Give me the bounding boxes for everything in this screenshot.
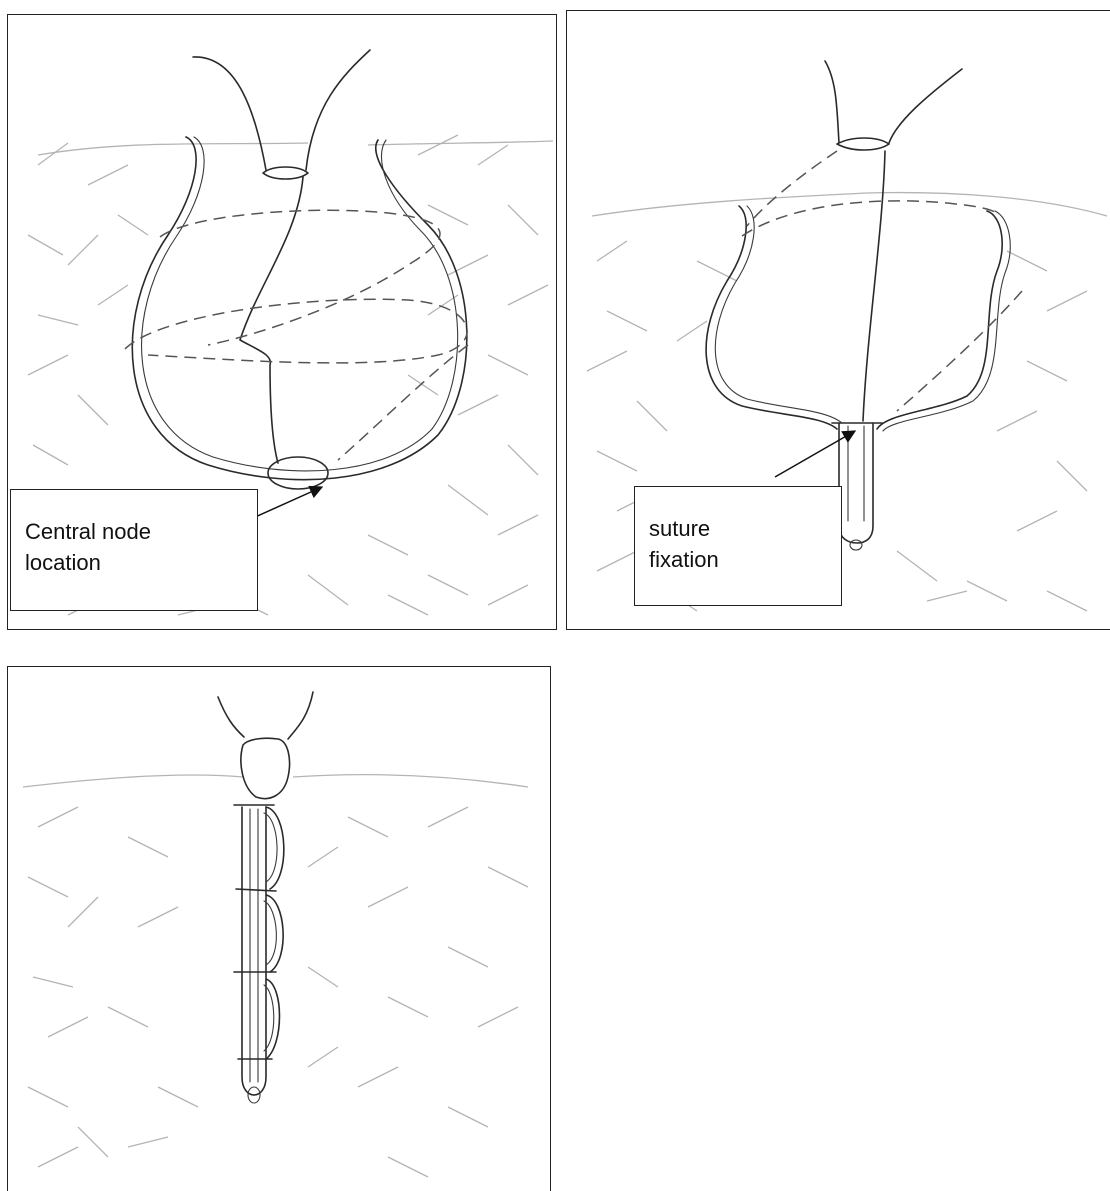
fixation-column	[839, 423, 873, 543]
callout-line: suture	[649, 513, 827, 544]
callout-arrow-central-node	[253, 487, 322, 518]
suture-tail-left	[825, 61, 839, 143]
fixation-tip	[850, 540, 862, 550]
suture-tail-right	[306, 50, 370, 170]
panel-suture-fixation: suture fixation	[566, 10, 1110, 630]
callout-line: location	[25, 547, 243, 578]
central-strand	[863, 151, 885, 421]
suture-tail-right	[288, 692, 313, 739]
stitch-bulge-1	[266, 807, 284, 889]
outer-loop	[132, 137, 467, 480]
closed-column-left	[242, 807, 254, 1095]
suture-diagram-closed	[8, 667, 551, 1191]
callout-arrow-fixation	[775, 431, 855, 477]
top-knot	[241, 738, 290, 798]
panel-central-node: Central node location	[7, 14, 557, 630]
dashed-upper	[742, 201, 999, 236]
dashed-ring-middle	[125, 299, 467, 363]
outer-loop-left	[706, 206, 837, 429]
dashed-ring-upper	[160, 210, 440, 345]
callout-line: Central node	[25, 516, 243, 547]
central-node	[268, 457, 328, 489]
suture-tail-right	[889, 69, 962, 143]
top-knot	[263, 167, 308, 179]
top-knot	[837, 138, 889, 150]
panel-closed-suture	[7, 666, 551, 1191]
dashed-diagonal-right	[897, 291, 1022, 411]
callout-suture-fixation: suture fixation	[634, 486, 842, 606]
callout-central-node: Central node location	[10, 489, 258, 611]
suture-tail-left	[218, 697, 244, 737]
callout-line: fixation	[649, 544, 827, 575]
outer-loop-right	[877, 211, 1002, 429]
closed-column-right	[254, 807, 266, 1095]
stitch-bulge-2	[266, 895, 283, 972]
dashed-diagonal-left	[747, 151, 837, 226]
